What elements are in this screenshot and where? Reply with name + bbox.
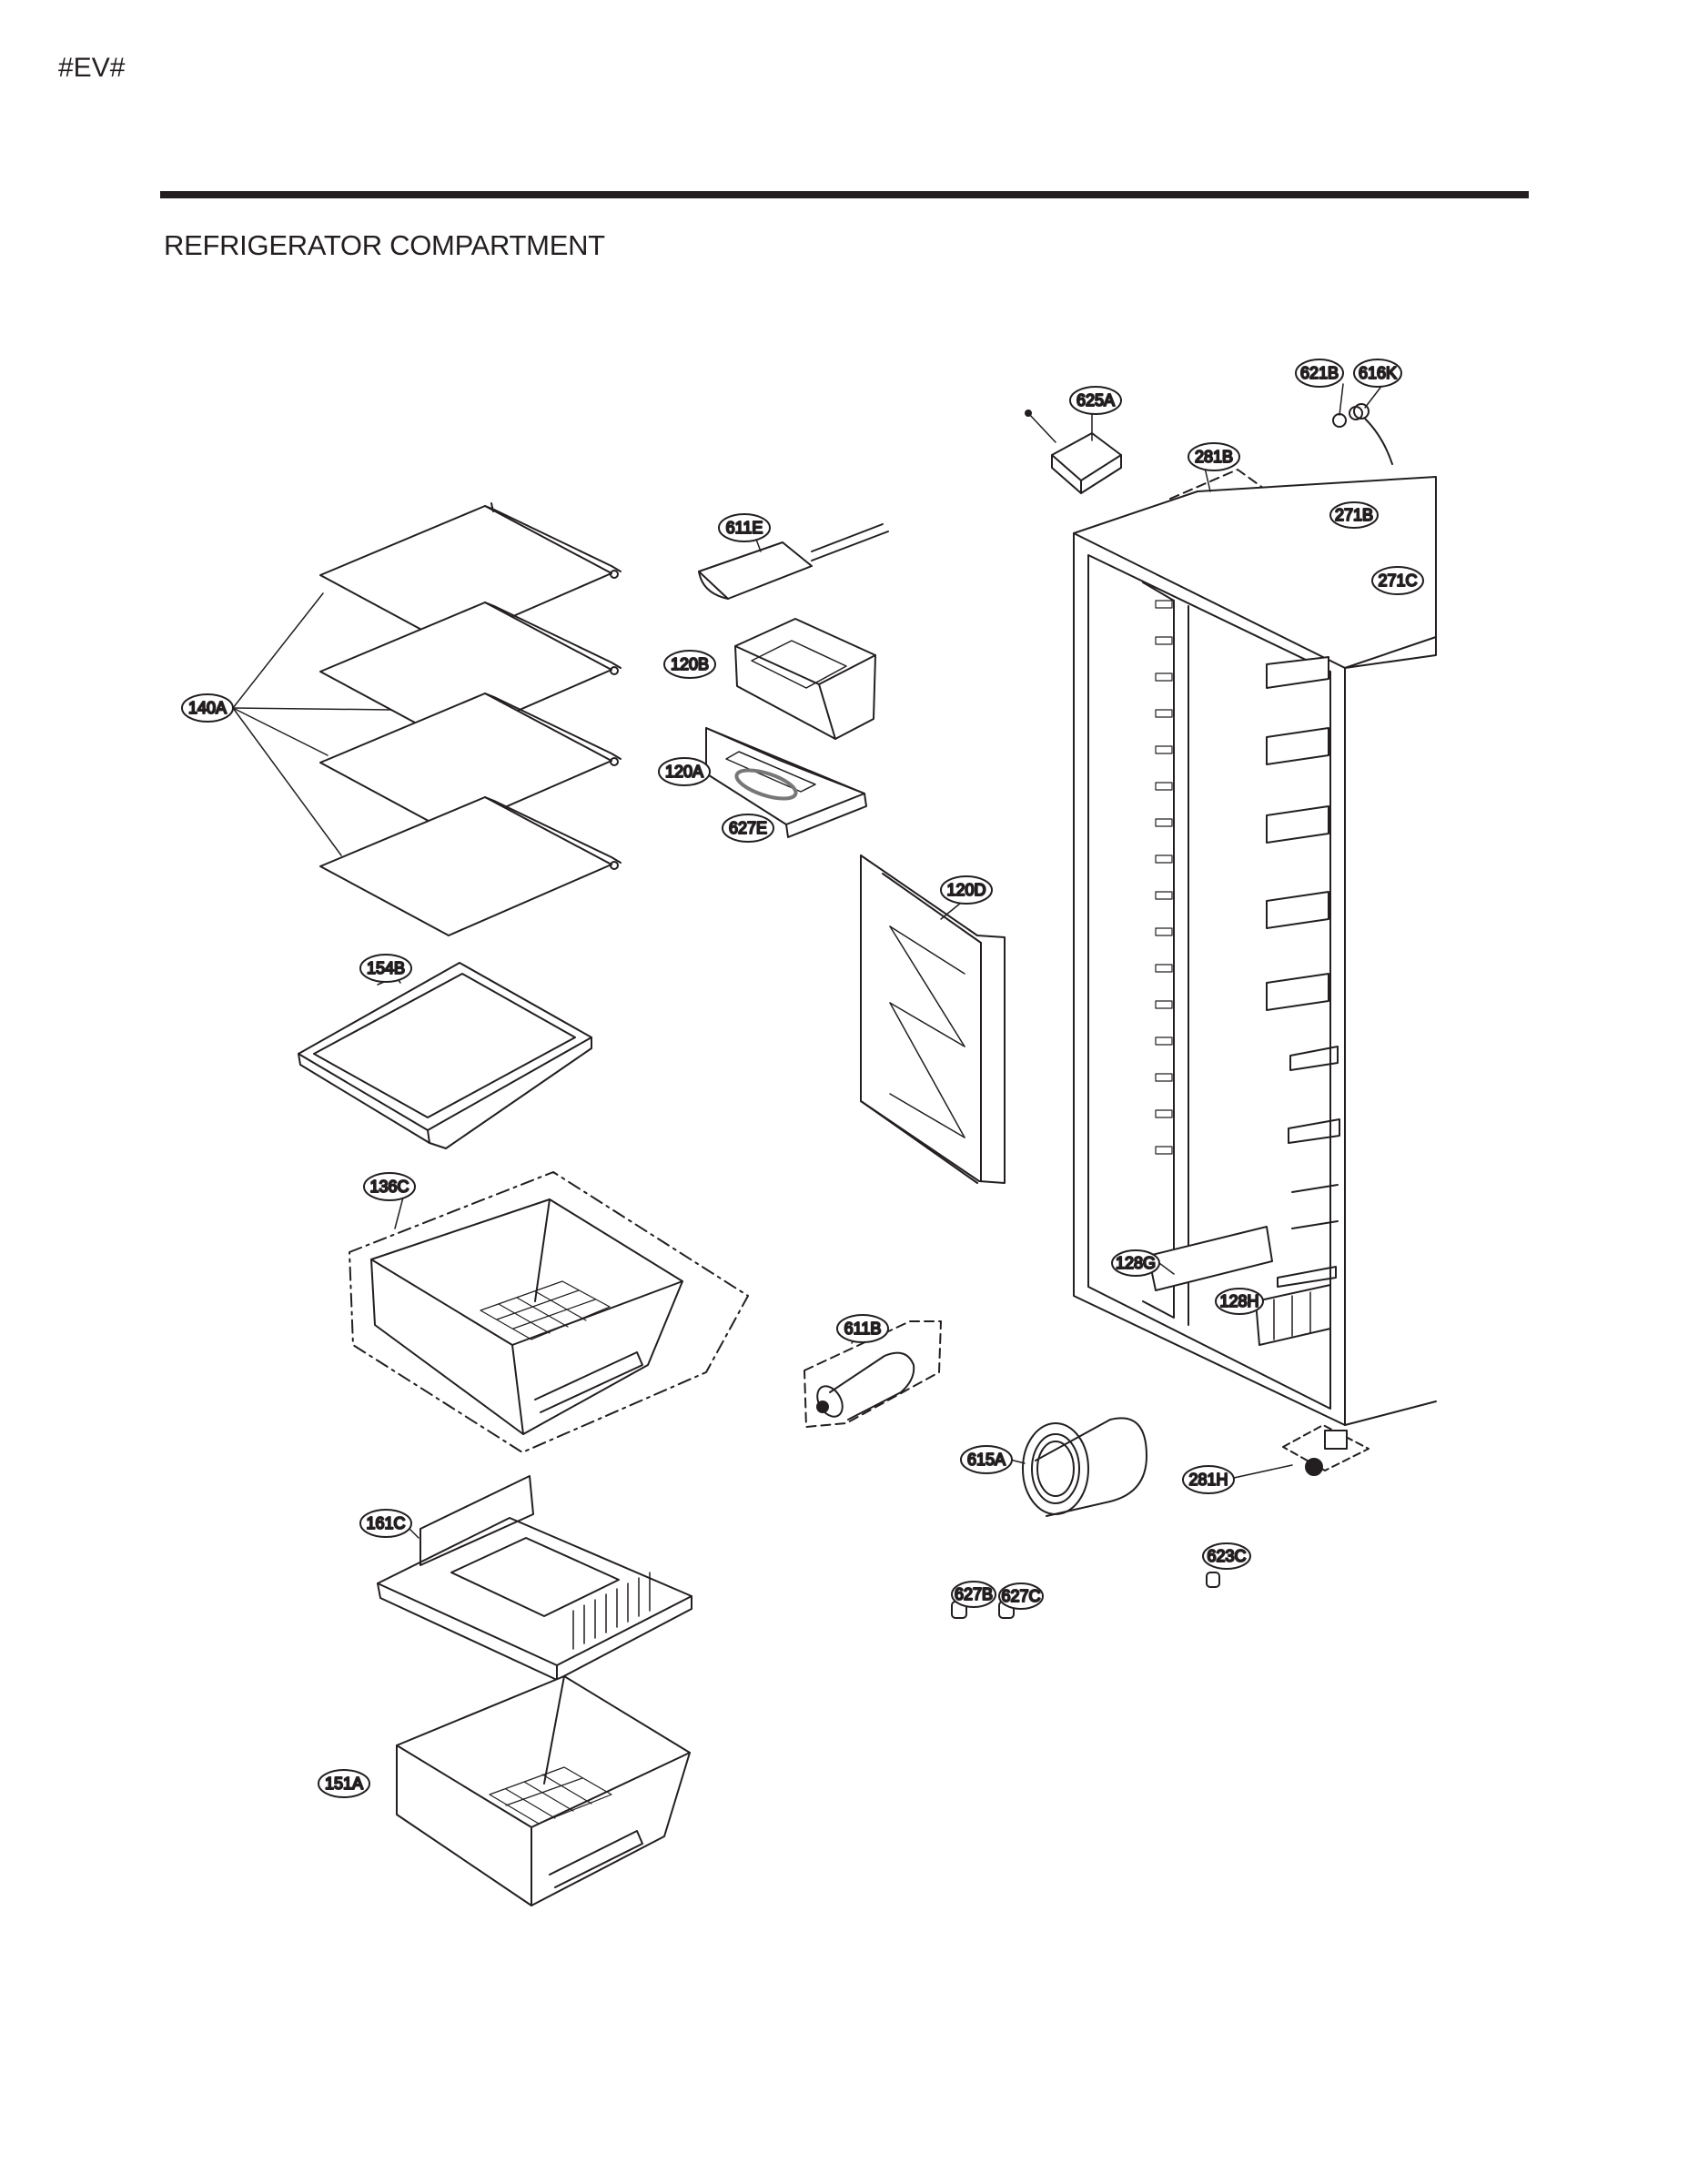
- callout-627c: 627C: [998, 1582, 1044, 1610]
- callout-label: 271B: [1335, 506, 1373, 524]
- callout-120b: 120B: [663, 650, 716, 679]
- callout-label: 627B: [955, 1585, 993, 1603]
- glass-shelf: [319, 602, 622, 742]
- callout-label: 611E: [726, 519, 763, 537]
- callout-label: 281B: [1195, 448, 1233, 466]
- panel-120d: [860, 854, 1006, 1184]
- callout-281b: 281B: [1188, 442, 1240, 471]
- glass-shelf: [319, 502, 622, 645]
- door-bins: [1266, 656, 1340, 1288]
- crisper-cover-154b: [298, 962, 592, 1149]
- callout-label: 281H: [1188, 1471, 1228, 1489]
- callout-label: 161C: [366, 1514, 405, 1532]
- callout-611b: 611B: [836, 1314, 889, 1343]
- callout-label: 128H: [1219, 1292, 1258, 1310]
- page-code: #EV#: [58, 53, 126, 83]
- hinge-281h: [1282, 1424, 1370, 1476]
- vegetable-drawer-151a: [396, 1675, 691, 1906]
- tubing-615a: [1022, 1417, 1147, 1517]
- shelf-slots-left: [1155, 600, 1173, 1155]
- callout-label: 154B: [367, 959, 405, 977]
- callout-625a: 625A: [1069, 386, 1122, 415]
- callout-623c: 623C: [1202, 1542, 1251, 1570]
- callout-label: 611B: [844, 1320, 882, 1338]
- callout-281h: 281H: [1182, 1465, 1235, 1494]
- refrigerator-cabinet: [1073, 476, 1437, 1426]
- callout-label: 120B: [671, 655, 709, 673]
- gasket-627e: [734, 768, 798, 801]
- callout-120a: 120A: [658, 757, 711, 786]
- pantry-drawer-161c: [377, 1475, 692, 1681]
- callout-label: 136C: [369, 1178, 409, 1196]
- section-title: REFRIGERATOR COMPARTMENT: [164, 229, 605, 261]
- callout-label: 623C: [1207, 1547, 1246, 1565]
- callout-136c: 136C: [363, 1172, 416, 1201]
- callout-label: 151A: [325, 1774, 363, 1793]
- callout-621b: 621B: [1295, 359, 1344, 388]
- callout-271c: 271C: [1371, 566, 1424, 595]
- water-filter-611b: [804, 1320, 942, 1428]
- crisper-drawer-136c: [349, 1171, 749, 1453]
- tube-fittings-621b-616k: [1332, 403, 1393, 465]
- glass-shelves-140a: [232, 502, 622, 936]
- callout-627b: 627B: [951, 1581, 996, 1608]
- callout-140a: 140A: [181, 693, 234, 723]
- callout-label: 627E: [729, 819, 767, 837]
- ice-bin-120b: [734, 618, 876, 740]
- cover-625a: [1025, 410, 1122, 494]
- callout-label: 128G: [1116, 1254, 1156, 1272]
- callout-128h: 128H: [1215, 1288, 1264, 1315]
- callout-120d: 120D: [940, 875, 993, 905]
- callout-615a: 615A: [960, 1445, 1013, 1474]
- callout-label: 625A: [1076, 391, 1115, 410]
- clip-623c: [1206, 1572, 1220, 1588]
- callout-616k: 616K: [1353, 359, 1402, 388]
- callout-271b: 271B: [1329, 501, 1379, 529]
- callout-label: 140A: [188, 699, 227, 717]
- callout-161c: 161C: [359, 1509, 412, 1538]
- water-valve-611e: [698, 523, 889, 600]
- callout-128g: 128G: [1111, 1249, 1160, 1277]
- callout-label: 616K: [1359, 364, 1397, 382]
- leader-lines-140a: [232, 592, 392, 856]
- glass-shelf: [319, 796, 622, 936]
- callout-label: 120D: [946, 881, 986, 899]
- callout-611e: 611E: [718, 513, 771, 542]
- callout-label: 621B: [1300, 364, 1339, 382]
- lamp-128h: [1255, 1284, 1331, 1346]
- callout-151a: 151A: [318, 1769, 370, 1798]
- callout-label: 120A: [665, 763, 703, 781]
- callout-154b: 154B: [359, 954, 412, 983]
- callout-label: 271C: [1378, 571, 1417, 590]
- header-rule: [160, 191, 1529, 198]
- lamp-128g: [1147, 1226, 1273, 1291]
- callout-label: 615A: [967, 1451, 1006, 1469]
- callout-label: 627C: [1001, 1587, 1040, 1605]
- glass-shelf: [319, 693, 622, 833]
- callout-627e: 627E: [722, 814, 774, 843]
